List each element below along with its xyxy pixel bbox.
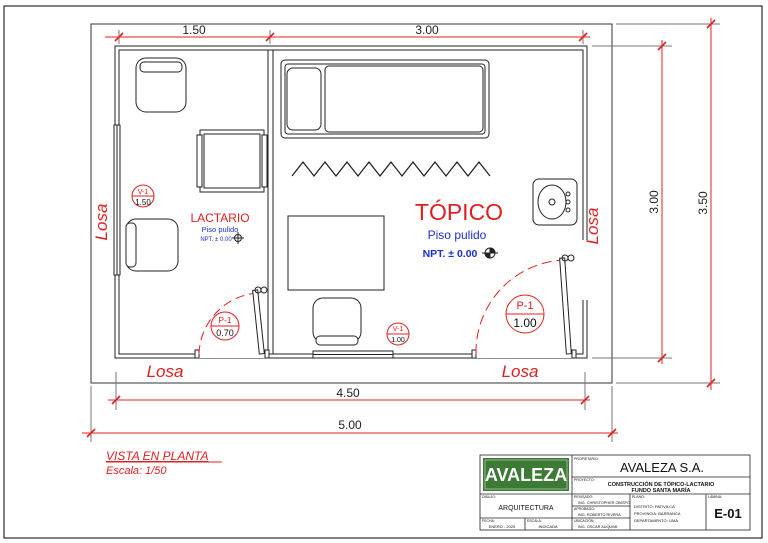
room-floor-topico: Piso pulido xyxy=(428,228,487,242)
approved-by: ING. OSCAR AUQUIMI xyxy=(578,525,617,529)
svg-text:APROBADO:: APROBADO: xyxy=(574,507,595,511)
logo: AVALEZA xyxy=(483,458,569,491)
svg-text:DIBUJO:: DIBUJO: xyxy=(482,495,496,499)
sink xyxy=(532,178,578,226)
window-left xyxy=(113,124,121,276)
svg-text:V-1: V-1 xyxy=(138,189,149,196)
svg-text:PROYECTO:: PROYECTO: xyxy=(574,478,595,482)
svg-text:ESCALA:: ESCALA: xyxy=(527,519,542,523)
room-floor-lactario: Piso pulido xyxy=(202,225,239,234)
zigzag-curtain xyxy=(291,160,491,178)
dimension-top xyxy=(105,30,590,44)
armchair-top xyxy=(135,57,187,113)
changing-table xyxy=(196,129,268,193)
tag-door-right: P-1 1.00 xyxy=(505,294,545,334)
svg-text:PLANO:: PLANO: xyxy=(632,495,645,499)
desk-chair xyxy=(312,297,362,346)
svg-text:UBICACIÓN:: UBICACIÓN: xyxy=(574,518,594,523)
armchair-left xyxy=(125,218,179,272)
dim-right-outer: 3.50 xyxy=(696,191,710,215)
door-opening-right xyxy=(474,351,576,358)
svg-text:FECHA:: FECHA: xyxy=(482,519,495,523)
svg-text:LÁMINA:: LÁMINA: xyxy=(708,495,722,499)
slab-label-left: Losa xyxy=(92,204,111,241)
svg-text:AVALEZA: AVALEZA xyxy=(485,465,567,485)
dim-right-inner: 3.00 xyxy=(647,190,661,214)
view-title: VISTA EN PLANTA xyxy=(106,449,208,463)
stretcher xyxy=(280,59,490,139)
room-name-topico: TÓPICO xyxy=(415,199,503,225)
dimension-right-inner xyxy=(592,40,672,364)
door-right xyxy=(475,254,575,355)
svg-text:1.00: 1.00 xyxy=(513,316,537,330)
dim-bottom-outer: 5.00 xyxy=(338,418,362,432)
level-mark-lactario xyxy=(232,232,244,244)
project-line1: CONSTRUCCIÓN DE TÓPICO-LACTARIO xyxy=(608,480,715,488)
svg-text:1.50: 1.50 xyxy=(135,198,151,207)
discipline: ARQUITECTURA xyxy=(498,505,554,512)
svg-text:V-1: V-1 xyxy=(393,326,404,333)
room-level-lactario: NPT. ± 0.00 xyxy=(200,237,232,243)
wall-opening-right xyxy=(581,240,589,300)
dimension-bottom-outer xyxy=(82,386,618,442)
dimension-right-outer xyxy=(616,18,720,390)
desk xyxy=(287,215,385,291)
date: ENERO - 2025 xyxy=(489,524,516,529)
view-scale: Escala: 1/50 xyxy=(106,465,167,477)
slab-label-right: Losa xyxy=(583,208,602,245)
svg-text:PROPIETARIO:: PROPIETARIO: xyxy=(574,457,599,461)
location-province: PROVINCIA: BARRANCA xyxy=(634,511,681,516)
project-line2: FUNDO SANTA MARÍA xyxy=(632,486,691,494)
location-department: DEPARTAMENTO: LIMA xyxy=(634,518,678,523)
level-mark-topico xyxy=(482,247,498,259)
sheet-number: E-01 xyxy=(714,506,741,521)
reviewed-by: ING. ROBERTO RIVERA xyxy=(578,513,621,517)
tag-door-left: P-1 0.70 xyxy=(210,311,240,341)
svg-text:P-1: P-1 xyxy=(516,300,533,312)
room-level-topico: NPT. ± 0.00 xyxy=(423,248,478,260)
dim-bottom-inner: 4.50 xyxy=(336,386,360,400)
door-opening-left xyxy=(197,351,267,358)
svg-text:REVISADO:: REVISADO: xyxy=(574,495,593,499)
drawn-by: ING. CHRISTOPHER OBISPO xyxy=(578,501,630,505)
door-left xyxy=(198,286,268,355)
svg-text:P-1: P-1 xyxy=(218,315,232,325)
scale-value: INDICADA xyxy=(538,524,557,529)
window-bottom xyxy=(312,350,394,359)
dim-top-right: 3.00 xyxy=(415,23,439,37)
tag-window-bottom: V-1 1.00 xyxy=(386,322,410,346)
location-district: DISTRITO: PATIVILCA xyxy=(634,504,675,509)
tag-window-left: V-1 1.50 xyxy=(131,184,155,208)
dim-top-left: 1.50 xyxy=(182,23,206,37)
svg-text:1.00: 1.00 xyxy=(391,337,405,344)
svg-text:0.70: 0.70 xyxy=(216,328,234,338)
sheet-border xyxy=(3,5,763,539)
company-name: AVALEZA S.A. xyxy=(620,460,704,475)
slab-outline xyxy=(90,23,613,384)
room-name-lactario: LACTARIO xyxy=(190,211,249,225)
title-block xyxy=(479,454,751,531)
slab-label-bottom-left: Losa xyxy=(147,362,184,381)
dimension-bottom-inner xyxy=(108,372,590,410)
slab-label-bottom-right: Losa xyxy=(502,362,539,381)
